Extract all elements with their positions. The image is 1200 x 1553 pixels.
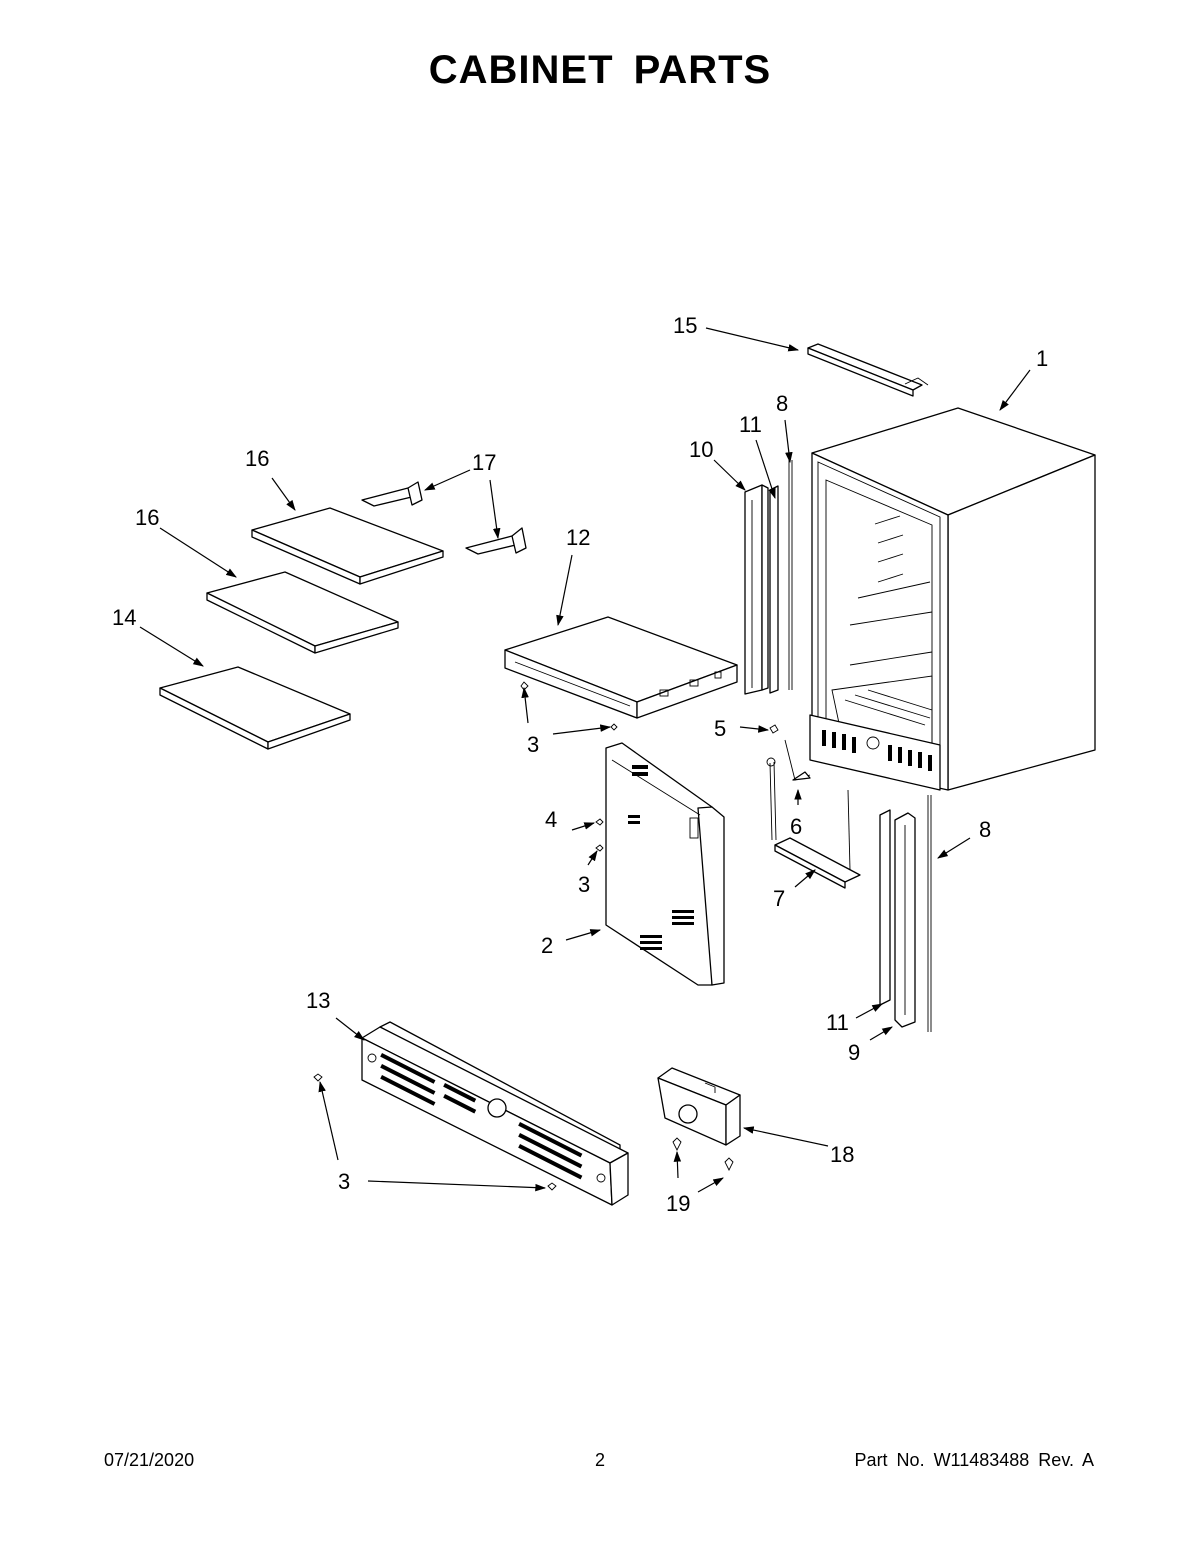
container-part <box>657 1067 741 1146</box>
callout-9: 9 <box>848 1040 860 1065</box>
screw-part-5 <box>769 724 779 734</box>
callout-19: 19 <box>666 1191 690 1216</box>
callout-10: 10 <box>689 437 713 462</box>
shelf-bracket-part <box>361 481 527 555</box>
callout-14: 14 <box>112 605 136 630</box>
callout-4: 4 <box>545 807 557 832</box>
wire-part-6 <box>784 739 811 781</box>
callout-1: 1 <box>1036 346 1048 371</box>
callout-2: 2 <box>541 933 553 958</box>
callout-11-upper: 11 <box>739 412 762 437</box>
footer-date: 07/21/2020 <box>104 1450 195 1470</box>
callout-11-lower: 11 <box>826 1010 849 1035</box>
wire-part-upper <box>788 460 793 690</box>
door-frame-part <box>894 812 916 1028</box>
page-title: CABINET PARTS <box>428 48 772 92</box>
callout-3-grille: 3 <box>338 1169 350 1194</box>
callout-8-lower: 8 <box>979 817 991 842</box>
callout-3-panel: 3 <box>578 872 590 897</box>
callout-7: 7 <box>773 886 785 911</box>
trim-strip-part-lower <box>879 809 891 1006</box>
control-housing-part <box>504 616 738 719</box>
callout-3-housing: 3 <box>527 732 539 757</box>
callout-15: 15 <box>673 313 697 338</box>
leader-lines <box>139 327 1031 1193</box>
footer-page-number: 2 <box>594 1450 605 1470</box>
callout-16-upper: 16 <box>245 446 269 471</box>
shelf-14 <box>159 666 351 750</box>
left-side-gasket-part <box>744 484 769 695</box>
callout-17: 17 <box>472 450 496 475</box>
lower-bracket-part <box>766 757 861 889</box>
callout-13: 13 <box>306 988 330 1013</box>
footer-part-number: Part No. W11483488 Rev. A <box>854 1450 1094 1470</box>
cabinet-part <box>809 407 1096 791</box>
shelf-16-lower <box>206 571 399 654</box>
wire-part-lower <box>927 795 932 1032</box>
callout-16-lower: 16 <box>135 505 159 530</box>
back-panel-part <box>605 742 725 986</box>
trim-strip-part-upper <box>769 485 779 694</box>
shelf-16-upper <box>251 507 444 585</box>
front-grille-part <box>361 1021 629 1206</box>
callout-6: 6 <box>790 814 802 839</box>
callout-5: 5 <box>714 716 726 741</box>
top-trim-part <box>807 343 929 397</box>
callout-12: 12 <box>566 525 590 550</box>
callout-18: 18 <box>830 1142 854 1167</box>
callout-8-upper: 8 <box>776 391 788 416</box>
callout-labels: 15 1 8 11 10 16 17 16 12 14 3 5 4 6 8 3 … <box>112 313 1048 1216</box>
